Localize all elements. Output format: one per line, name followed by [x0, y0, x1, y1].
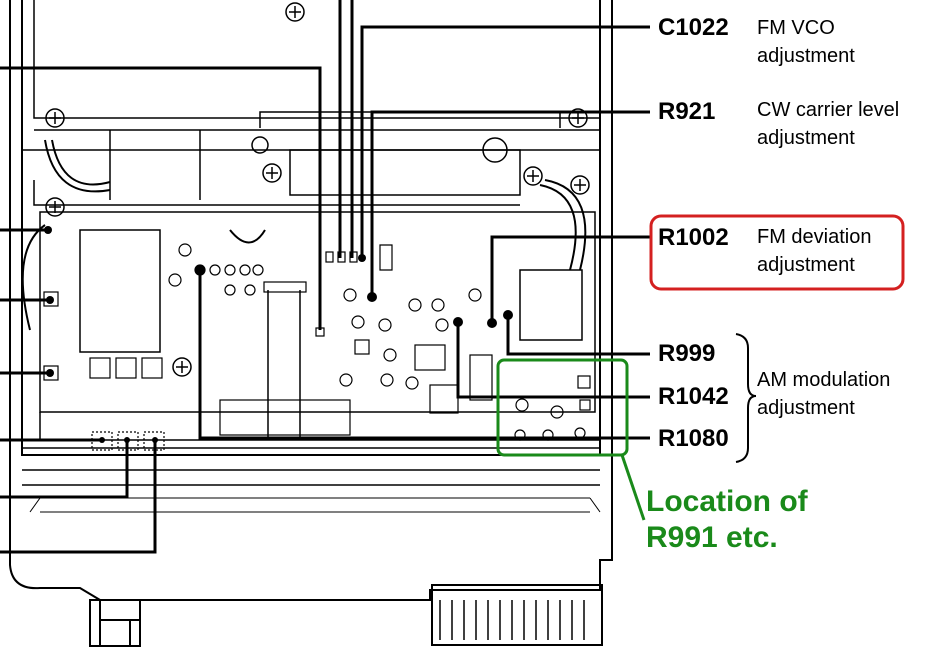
- label-r1002-desc-2: adjustment: [757, 254, 855, 276]
- leader-left-f: [0, 440, 129, 499]
- am-group-bracket: [735, 333, 757, 463]
- location-note-line2: R991 etc.: [646, 521, 778, 554]
- location-note-line1: Location of: [646, 485, 808, 518]
- leader-left-g: [0, 440, 157, 554]
- label-r1042-ref: R1042: [658, 383, 729, 410]
- r991-location-pointer: [620, 454, 646, 521]
- chassis-outline: [9, 0, 613, 647]
- r991-location-box: [496, 358, 629, 457]
- leader-r921: [370, 110, 650, 297]
- label-r921-desc-1: CW carrier level: [757, 99, 900, 121]
- label-am-desc-2: adjustment: [757, 397, 855, 419]
- label-r1080-ref: R1080: [658, 425, 729, 452]
- leader-c1022: [360, 25, 650, 258]
- label-c1022-desc-1: FM VCO: [757, 17, 835, 39]
- label-c1022-ref: C1022: [658, 14, 729, 41]
- label-c1022-desc-2: adjustment: [757, 45, 855, 67]
- leader-r999: [506, 315, 650, 356]
- leader-r1080: [198, 270, 650, 440]
- label-r999-ref: R999: [658, 340, 716, 367]
- label-r1002-desc-1: FM deviation: [757, 226, 872, 248]
- pin-dots: [44, 226, 513, 443]
- leader-r1002: [490, 235, 650, 323]
- label-r1002-ref: R1002: [658, 224, 729, 251]
- leader-r1042: [456, 322, 650, 399]
- r1002-highlight-box: [649, 214, 905, 291]
- leader-lines: [0, 0, 650, 554]
- label-r921-desc-2: adjustment: [757, 127, 855, 149]
- leader-left-a: [0, 66, 322, 330]
- label-am-desc-1: AM modulation: [757, 369, 891, 391]
- location-note: Location of R991 etc.: [646, 484, 808, 556]
- label-r921-ref: R921: [658, 98, 716, 125]
